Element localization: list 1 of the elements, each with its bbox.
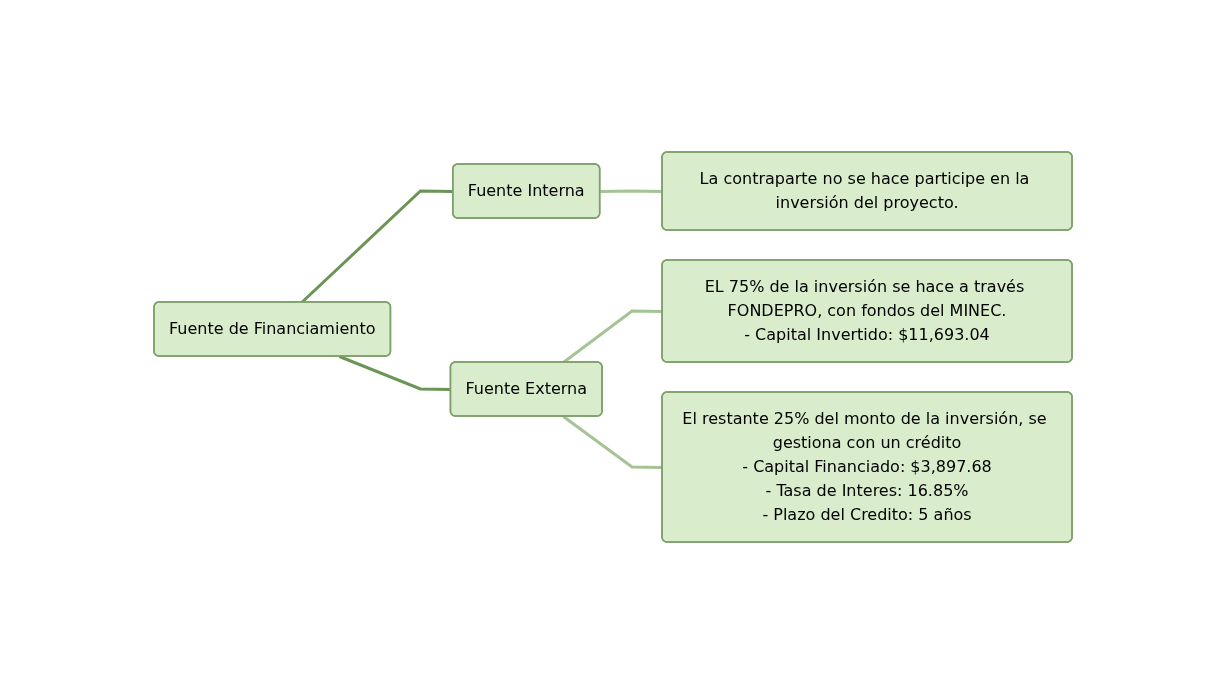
connector [301,189,454,304]
